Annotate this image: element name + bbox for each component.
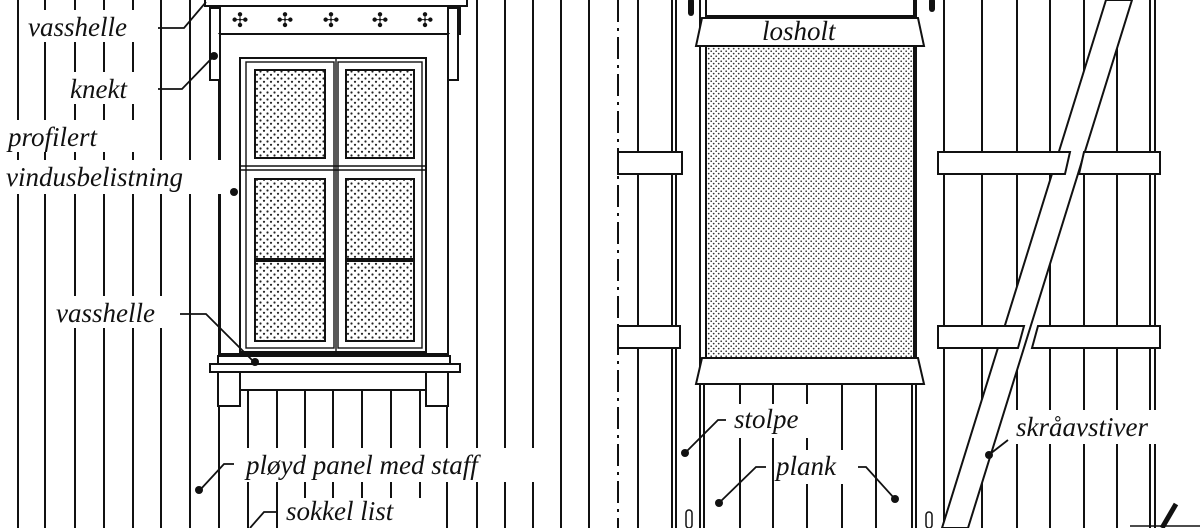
- label-text: plank: [774, 451, 837, 481]
- label-profilert-vindusbelistning: profilert vindusbelistning: [4, 120, 238, 196]
- svg-text:✣: ✣: [417, 8, 434, 32]
- noggin: [617, 325, 681, 349]
- label-text: sokkel list: [286, 496, 395, 526]
- label-text: vindusbelistning: [6, 162, 183, 192]
- label-stolpe: stolpe: [681, 404, 818, 457]
- noggin: [617, 151, 683, 175]
- label-skraavstiver: skråavstiver: [985, 410, 1180, 459]
- glass-pane: [254, 69, 326, 159]
- window-sill: [209, 355, 461, 407]
- label-text: skråavstiver: [1016, 412, 1148, 442]
- noggin: [1030, 325, 1161, 349]
- glass-pane: [254, 260, 326, 342]
- label-losholt: losholt: [762, 16, 837, 46]
- label-vasshelle-bottom: vasshelle: [54, 296, 259, 366]
- quatrefoil-cross-icon: ✣: [372, 8, 389, 32]
- svg-text:✣: ✣: [323, 8, 340, 32]
- label-text: vasshelle: [56, 298, 155, 328]
- svg-text:✣: ✣: [277, 8, 294, 32]
- label-ployd-panel: pløyd panel med staff: [195, 448, 560, 494]
- lower-losholt-beam: [694, 357, 926, 385]
- svg-text:✣: ✣: [372, 8, 389, 32]
- noggin: [937, 325, 1026, 349]
- quatrefoil-cross-icon: ✣: [232, 8, 249, 32]
- label-plank: plank: [715, 450, 899, 507]
- label-vasshelle-top: vasshelle: [26, 1, 207, 42]
- label-knekt: knekt: [68, 52, 218, 104]
- label-text: stolpe: [734, 404, 799, 434]
- label-text: losholt: [762, 16, 837, 46]
- diagonal-brace: [940, 0, 1134, 528]
- noggin: [1077, 151, 1161, 175]
- glass-pane: [345, 178, 415, 260]
- quatrefoil-cross-icon: ✣: [323, 8, 340, 32]
- label-text: knekt: [70, 74, 128, 104]
- label-text: vasshelle: [28, 12, 127, 42]
- knekt-bracket-left: [209, 7, 221, 81]
- frame-panel-right: [617, 0, 1200, 528]
- label-text: pløyd panel med staff: [244, 450, 481, 480]
- label-text: profilert: [6, 122, 99, 152]
- svg-text:✣: ✣: [232, 8, 249, 32]
- wall-panel-left: ✣ ✣ ✣ ✣ ✣: [17, 0, 590, 528]
- label-sokkel-list: sokkel list: [249, 496, 426, 528]
- glass-pane: [345, 69, 415, 159]
- glass-pane: [254, 178, 326, 260]
- losholt-beam: [694, 17, 926, 47]
- noggin: [937, 151, 1072, 175]
- quatrefoil-cross-icon: ✣: [277, 8, 294, 32]
- glass-pane: [345, 260, 415, 342]
- window-casing: [219, 33, 449, 355]
- knekt-bracket-right: [447, 7, 459, 81]
- opening-infill: [705, 45, 915, 359]
- quatrefoil-cross-icon: ✣: [417, 8, 434, 32]
